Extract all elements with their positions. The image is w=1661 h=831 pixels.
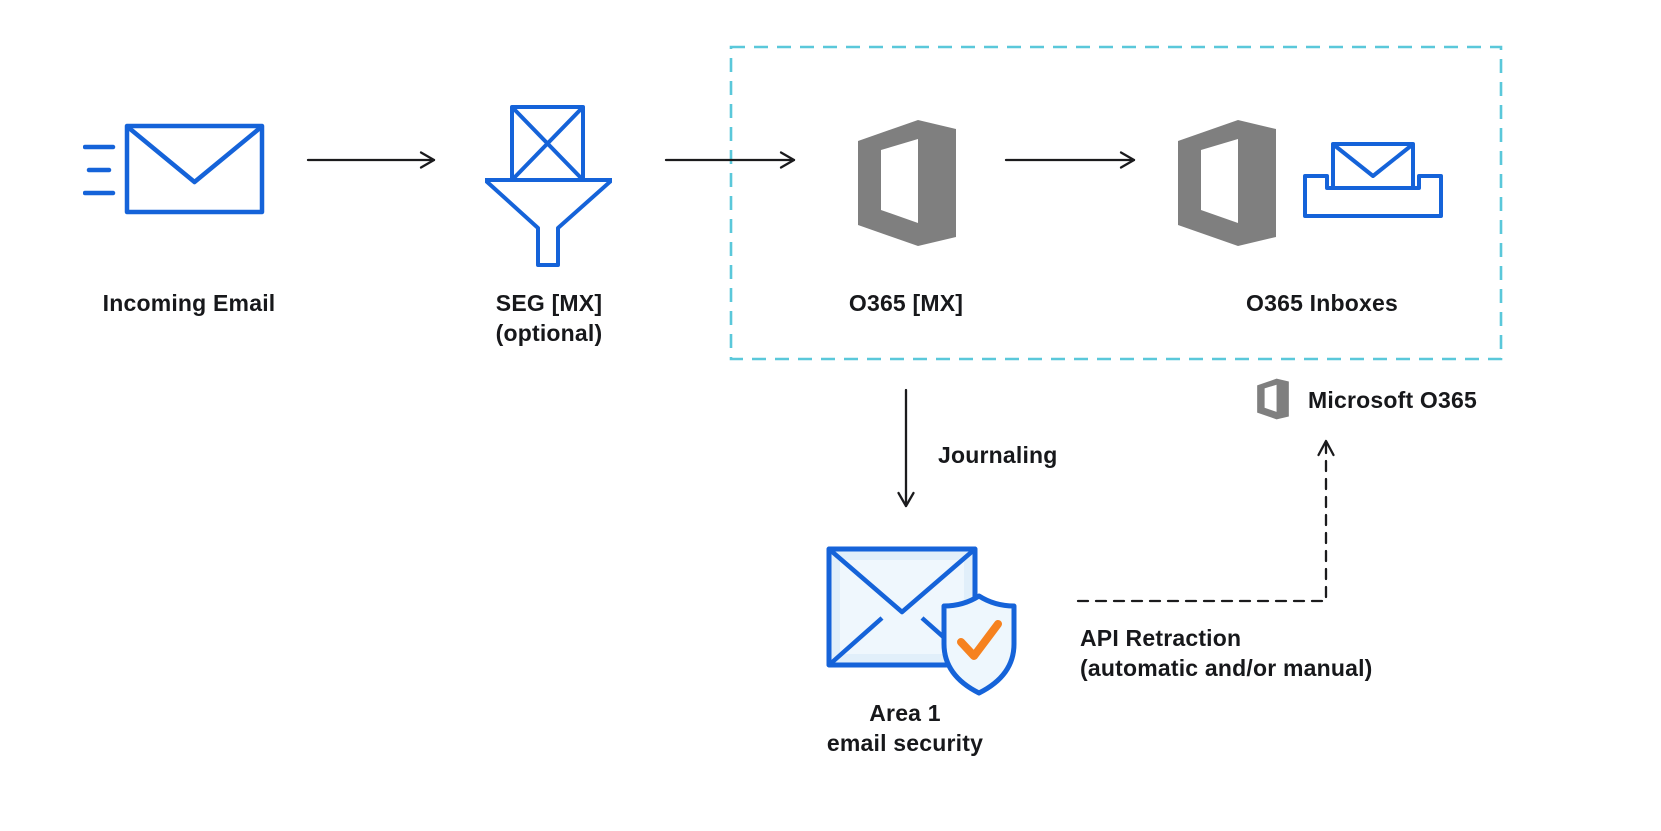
envelope-shield-check-icon — [826, 546, 1017, 696]
incoming-email-label: Incoming Email — [102, 290, 276, 316]
journaling-edge-label: Journaling — [938, 442, 1058, 468]
microsoft-o365-legend-label: Microsoft O365 — [1308, 387, 1477, 413]
office365-logo-icon — [1178, 120, 1276, 246]
area1-sublabel: email security — [826, 730, 984, 756]
arrow-o365mx-to-inboxes — [1004, 151, 1136, 169]
office365-logo-icon — [858, 120, 956, 246]
o365-mx-label: O365 [MX] — [848, 290, 964, 316]
arrow-journaling — [897, 388, 915, 508]
inbox-tray-envelope-icon — [1303, 142, 1443, 218]
o365-inboxes-label: O365 Inboxes — [1246, 290, 1398, 316]
funnel-envelope-icon — [485, 105, 612, 267]
arrow-seg-to-o365mx — [664, 151, 796, 169]
arrow-api-retraction — [1076, 439, 1335, 603]
api-retraction-edge-label: API Retraction — [1080, 625, 1242, 651]
arrow-incoming-to-seg — [306, 151, 436, 169]
area1-label: Area 1 — [869, 700, 941, 726]
office365-logo-icon — [1257, 378, 1289, 420]
speeding-envelope-icon — [83, 123, 265, 215]
seg-label: SEG [MX] — [495, 290, 603, 316]
api-retraction-edge-sublabel: (automatic and/or manual) — [1080, 655, 1373, 681]
seg-sublabel: (optional) — [495, 320, 603, 346]
